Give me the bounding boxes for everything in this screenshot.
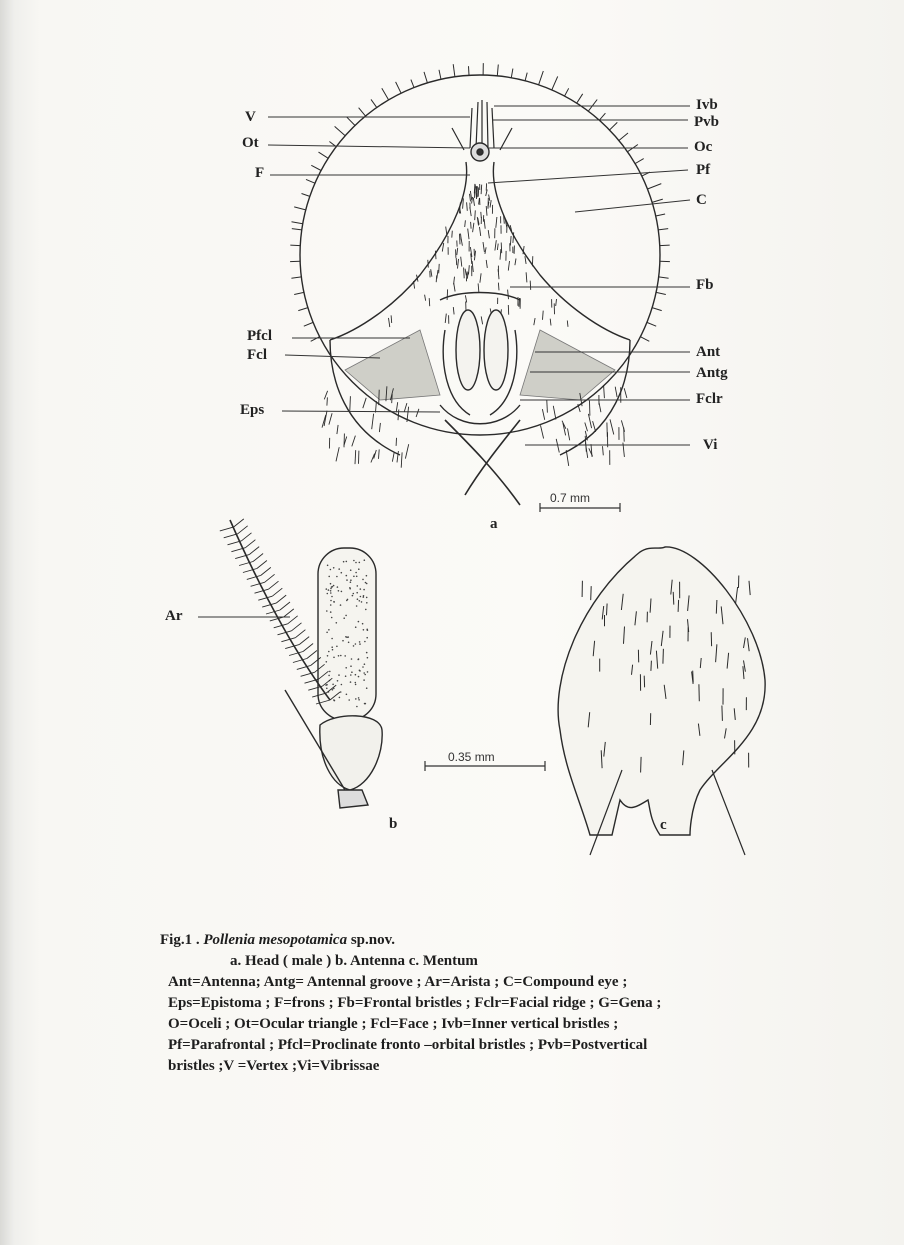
- face-stipple-left: [345, 330, 440, 400]
- caption-key-line-4: Pf=Parafrontal ; Pfcl=Proclinate fronto …: [168, 1035, 880, 1056]
- caption-key-line-5: bristles ;V =Vertex ;Vi=Vibrissae: [168, 1056, 880, 1077]
- label-vi: Vi: [703, 438, 717, 453]
- label-c: C: [696, 193, 707, 208]
- label-ant: Ant: [696, 345, 720, 360]
- label-fclr: Fclr: [696, 392, 723, 407]
- caption-key-line-1: Ant=Antenna; Antg= Antennal groove ; Ar=…: [168, 972, 880, 993]
- caption-key-line-3: O=Oceli ; Ot=Ocular triangle ; Fcl=Face …: [168, 1014, 880, 1035]
- label-eps: Eps: [240, 403, 264, 418]
- label-ar: Ar: [165, 609, 183, 624]
- label-pvb: Pvb: [694, 115, 719, 130]
- label-antg: Antg: [696, 366, 728, 381]
- label-oc: Oc: [694, 140, 712, 155]
- caption-species: Pollenia mesopotamica: [203, 932, 347, 948]
- face-stipple-right: [520, 330, 615, 400]
- head-drawing: [290, 63, 670, 505]
- antenna-segment-2: [320, 716, 382, 790]
- figure-caption: Fig.1 . Pollenia mesopotamica sp.nov. a.…: [160, 930, 880, 1077]
- scale-label-a: 0.7 mm: [550, 492, 590, 504]
- label-f: F: [255, 166, 264, 181]
- caption-fig-number: Fig.1 .: [160, 932, 200, 948]
- sublabel-c: c: [660, 818, 667, 833]
- antenna-drawing: [220, 519, 382, 808]
- caption-sp-nov: sp.nov.: [351, 932, 395, 948]
- caption-key-line-2: Eps=Epistoma ; F=frons ; Fb=Frontal bris…: [168, 993, 880, 1014]
- label-pfcl: Pfcl: [247, 329, 272, 344]
- label-v: V: [245, 110, 256, 125]
- compound-eye-outline: [300, 75, 660, 435]
- vertical-bristles: [452, 100, 512, 150]
- scale-label-b: 0.35 mm: [448, 751, 495, 763]
- sublabel-a: a: [490, 517, 498, 532]
- label-fcl: Fcl: [247, 348, 267, 363]
- caption-title: Fig.1 . Pollenia mesopotamica sp.nov.: [160, 930, 880, 951]
- label-fb: Fb: [696, 278, 714, 293]
- frontal-bristles: [389, 183, 569, 327]
- antenna-left: [456, 310, 480, 390]
- mentum-drawing: [558, 547, 765, 855]
- mentum-outline: [558, 547, 765, 835]
- label-pf: Pf: [696, 163, 710, 178]
- antenna-segment-1: [338, 790, 368, 808]
- caption-parts: a. Head ( male ) b. Antenna c. Mentum: [230, 951, 880, 972]
- label-ot: Ot: [242, 136, 259, 151]
- label-ivb: Ivb: [696, 98, 718, 113]
- antenna-right: [484, 310, 508, 390]
- sublabel-b: b: [389, 817, 397, 832]
- epistoma: [440, 405, 520, 424]
